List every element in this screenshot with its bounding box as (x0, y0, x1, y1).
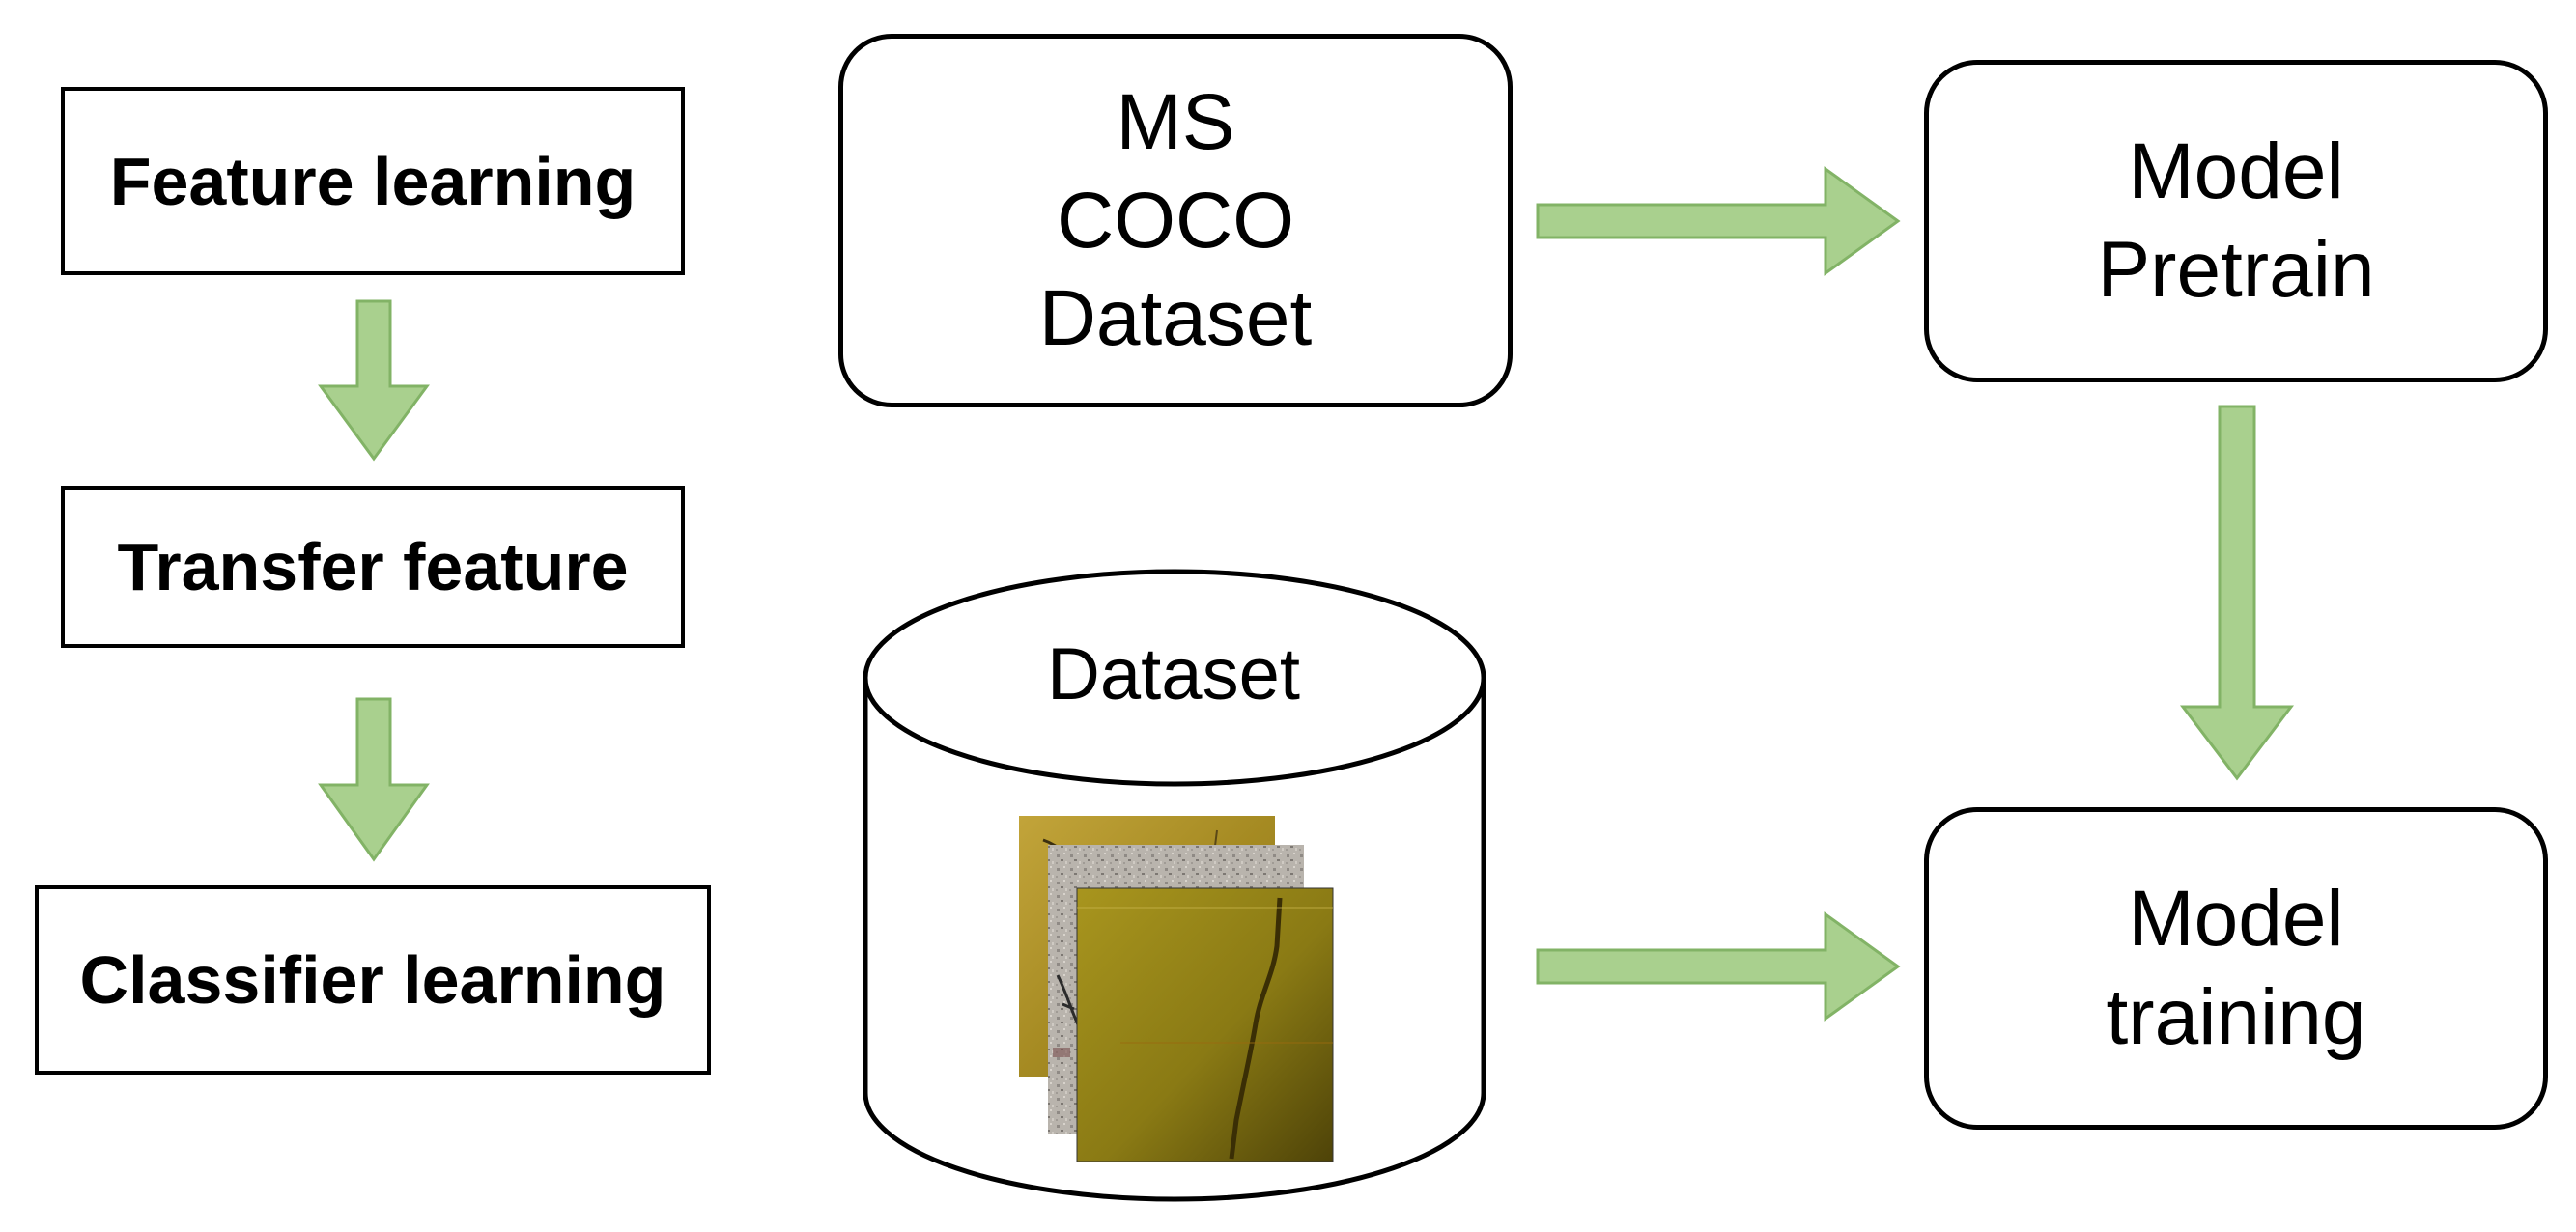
arrow-right-coco-to-pretrain (1536, 166, 1901, 276)
feature-learning-box: Feature learning (61, 87, 685, 275)
model-training-box: Model training (1924, 807, 2548, 1130)
dataset-label: Dataset (1047, 633, 1300, 715)
stacked-crack-image-thumbnails-icon (1019, 816, 1334, 1162)
arrow-down-1 (318, 299, 430, 462)
arrow-right-dataset-to-training (1536, 911, 1901, 1022)
ms-coco-dataset-label: MS COCO Dataset (1038, 77, 1313, 363)
classifier-learning-label: Classifier learning (79, 942, 666, 1018)
arrow-down-2 (318, 697, 430, 862)
transfer-feature-box: Transfer feature (61, 486, 685, 648)
arrow-down-pretrain-to-training (2179, 405, 2295, 781)
classifier-learning-box: Classifier learning (35, 885, 711, 1075)
model-pretrain-box: Model Pretrain (1924, 60, 2548, 382)
feature-learning-label: Feature learning (109, 143, 637, 219)
transfer-feature-label: Transfer feature (117, 529, 629, 604)
model-training-label: Model training (2106, 875, 2366, 1061)
ms-coco-dataset-box: MS COCO Dataset (838, 34, 1513, 407)
model-pretrain-label: Model Pretrain (2097, 127, 2375, 314)
